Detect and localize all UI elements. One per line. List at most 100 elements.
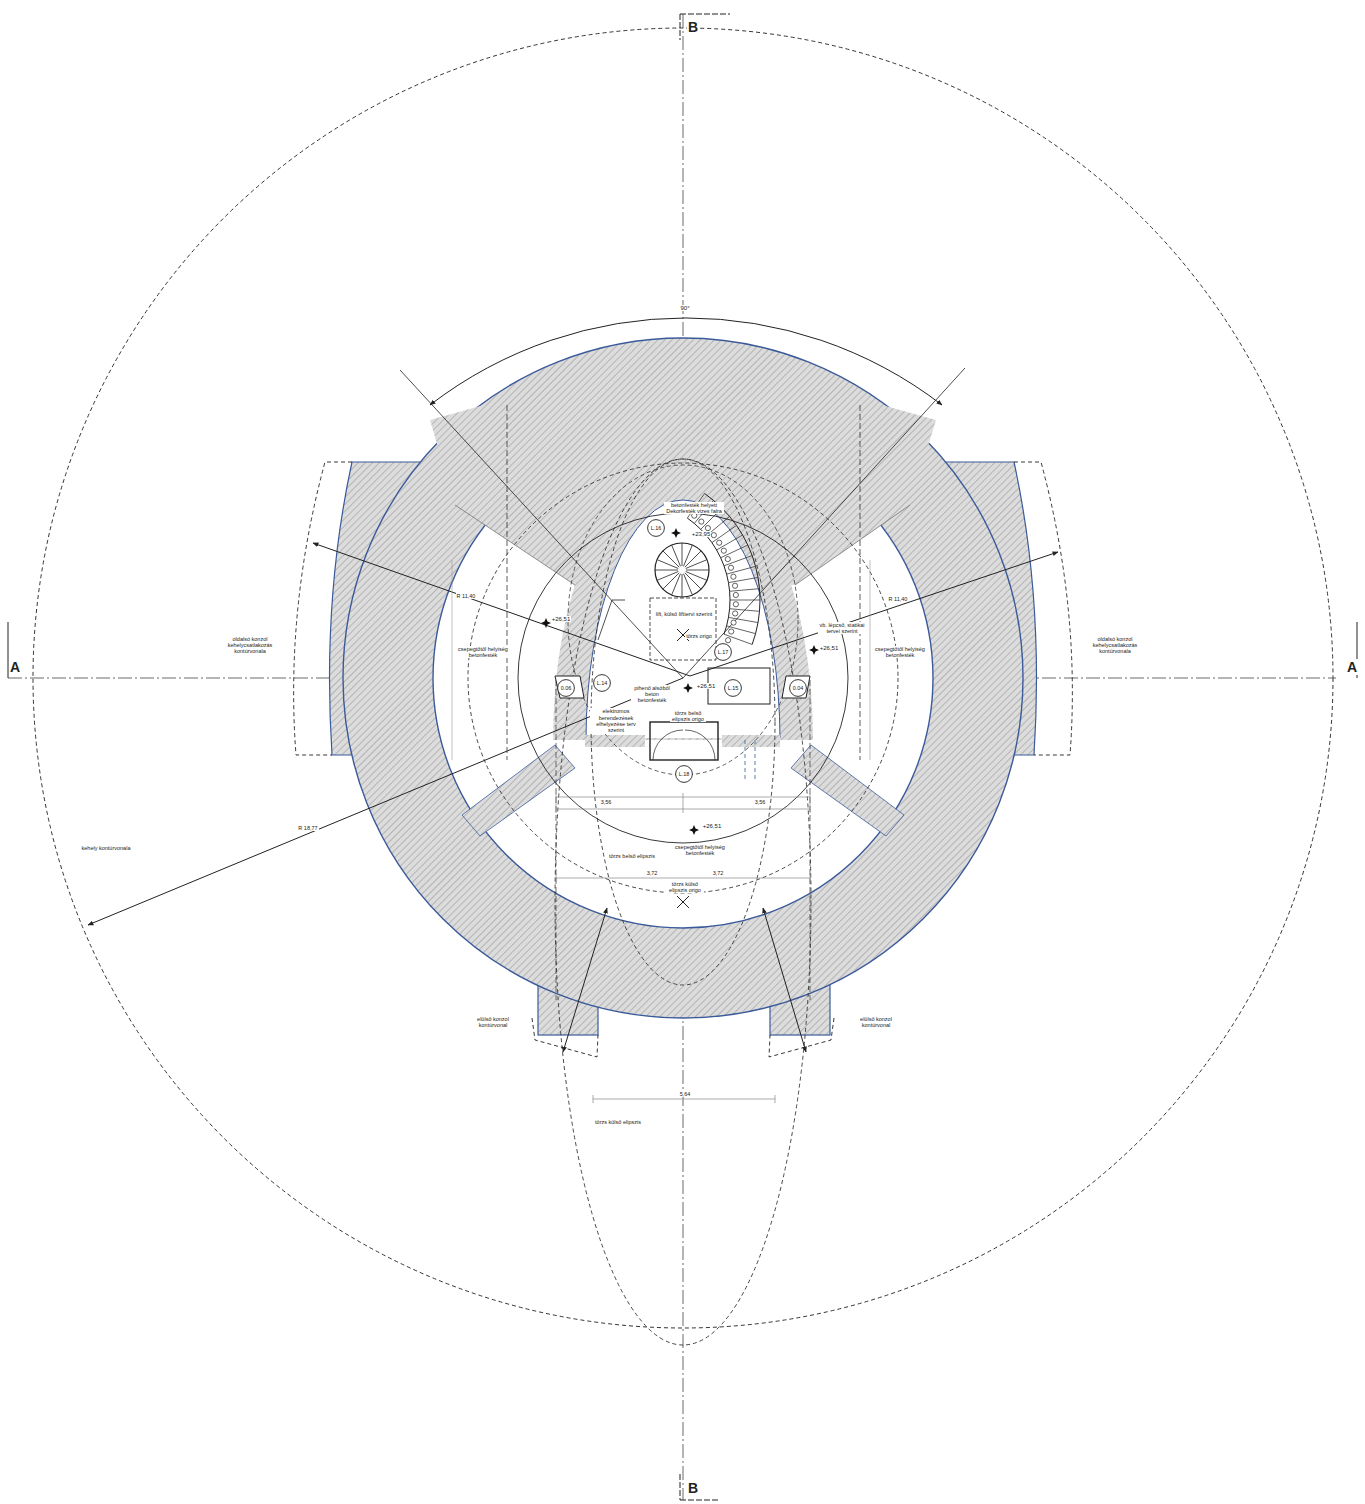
lift-shaft bbox=[650, 598, 716, 660]
landing-box bbox=[708, 668, 770, 704]
dimension-line bbox=[556, 797, 810, 1099]
console-dimension bbox=[563, 908, 607, 1052]
lower-arm bbox=[462, 745, 575, 836]
lower-arm bbox=[791, 745, 904, 836]
level-mark bbox=[689, 825, 699, 835]
dimension-tick bbox=[556, 793, 810, 1103]
callout-ring bbox=[725, 680, 742, 697]
stair-tread bbox=[721, 545, 748, 558]
plan-note: kehely kontúrvonala bbox=[81, 845, 132, 851]
plan-note: elülső konzol kontúrvonal bbox=[856, 1016, 896, 1029]
stair-tread bbox=[712, 525, 737, 542]
callout-circle: L.15 bbox=[724, 679, 742, 697]
stair-tread bbox=[685, 573, 701, 589]
stair-tread bbox=[682, 574, 683, 597]
plan-note: csepegtőtől helyiség betonfesték bbox=[671, 844, 729, 857]
spiral-stair bbox=[655, 543, 709, 597]
callout-ring bbox=[676, 766, 693, 783]
stair-tread bbox=[717, 535, 743, 550]
radius-line bbox=[690, 552, 1058, 676]
stair-tread bbox=[727, 626, 756, 634]
radius-line bbox=[88, 678, 683, 925]
core-wall bbox=[553, 460, 813, 740]
callout-circle: L.14 bbox=[593, 674, 611, 692]
outer-ellipse bbox=[555, 459, 811, 1345]
plan-note: R 11,40 bbox=[456, 593, 477, 599]
baluster bbox=[732, 583, 737, 588]
plan-note: +26,51 bbox=[551, 616, 572, 623]
door-swing bbox=[653, 730, 715, 760]
console-contour bbox=[769, 1018, 834, 1057]
plan-note: betonfesték helyett Dekorfesték vizes fa… bbox=[664, 502, 724, 515]
plan-note: 5,64 bbox=[679, 1091, 692, 1097]
callout-circle: 0.06 bbox=[557, 679, 575, 697]
stair-stringer bbox=[705, 494, 760, 645]
plan-note: 3,72 bbox=[712, 870, 725, 876]
baluster bbox=[729, 629, 734, 634]
callout-ring bbox=[715, 644, 732, 661]
plan-note: R 18,77 bbox=[297, 825, 318, 831]
level-marks bbox=[541, 528, 819, 835]
stair-tread bbox=[686, 560, 707, 569]
plan-note: törzs külső elipszis bbox=[594, 1119, 642, 1125]
callout-number: L.17 bbox=[714, 643, 732, 655]
guide-line bbox=[556, 680, 810, 1000]
stair-tread bbox=[657, 572, 678, 581]
callout-ring bbox=[558, 680, 575, 697]
plan-note: 3,56 bbox=[600, 799, 613, 805]
section-letter: B bbox=[687, 19, 699, 35]
stair-tread bbox=[684, 574, 693, 595]
plan-note: törzs belső elipszis bbox=[608, 853, 656, 859]
plan-note: 3,72 bbox=[646, 870, 659, 876]
callout-circle: L.17 bbox=[714, 643, 732, 661]
plan-note: pihenő alsóból beton betonfesték bbox=[631, 685, 673, 704]
level-mark bbox=[683, 683, 693, 693]
stair-tread bbox=[663, 551, 679, 567]
plan-note: oldalsó konzol kehelycsatlakozás kontúrv… bbox=[1083, 636, 1147, 655]
stair-tread bbox=[686, 572, 707, 581]
stair-tread bbox=[672, 545, 681, 566]
console-contour bbox=[532, 1018, 598, 1057]
stair-tread bbox=[730, 589, 760, 592]
section-letter: A bbox=[9, 659, 21, 675]
plan-note: 3,56 bbox=[754, 799, 767, 805]
baluster bbox=[725, 638, 730, 643]
plan-note: vb. lépcső, statikai tervei szerint bbox=[818, 622, 866, 635]
baluster bbox=[699, 519, 704, 524]
plan-note: +26,51 bbox=[696, 683, 717, 690]
plan-note: törzs külső elipszis origo bbox=[666, 881, 704, 894]
door-frame bbox=[650, 722, 718, 760]
callout-number: L.18 bbox=[675, 765, 693, 777]
plan-note: elektromos berendezések elhelyezése terv… bbox=[590, 708, 642, 733]
stair-tread bbox=[730, 600, 760, 601]
section-letter: A bbox=[1346, 659, 1358, 675]
section-letter: B bbox=[687, 1480, 699, 1496]
plan-note: 90° bbox=[679, 305, 690, 312]
plan-note: törzs origo bbox=[685, 633, 713, 639]
level-mark bbox=[671, 528, 681, 538]
window bbox=[555, 676, 810, 698]
inner-ellipse bbox=[591, 459, 775, 985]
callout-number: L.16 bbox=[647, 519, 665, 531]
plan-note: +26,51 bbox=[819, 645, 840, 652]
plan-note: lift, külső lifttervi szerint bbox=[655, 611, 714, 617]
stair-line bbox=[598, 600, 625, 640]
dimension-line bbox=[452, 560, 870, 760]
stair-tread bbox=[655, 570, 678, 571]
stair-tread bbox=[663, 573, 679, 589]
baluster bbox=[725, 556, 730, 561]
guide-line bbox=[745, 740, 755, 780]
callout-number: L.15 bbox=[724, 679, 742, 691]
level-mark bbox=[541, 618, 551, 628]
stair-tread bbox=[724, 556, 752, 566]
stair-tread bbox=[657, 560, 678, 569]
plan-note: törzs belső elipszis origo bbox=[670, 710, 706, 723]
angle-extension bbox=[400, 368, 965, 678]
angle-dimension bbox=[430, 318, 942, 405]
plan-note: elülső konzol kontúrvonal bbox=[473, 1016, 513, 1029]
plan-note: R 11,40 bbox=[888, 596, 909, 602]
plan-note: +23,95 bbox=[691, 531, 712, 538]
baluster bbox=[733, 611, 738, 616]
console-dimension bbox=[763, 908, 806, 1052]
